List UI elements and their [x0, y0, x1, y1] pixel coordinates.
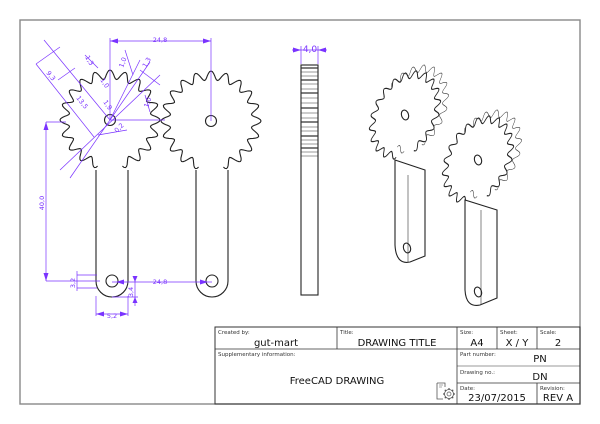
revision-value: REV A	[543, 393, 573, 404]
iso-gear-left	[368, 64, 449, 160]
size-value: A4	[470, 338, 483, 349]
dim-hole-diameter: 3,2	[69, 278, 77, 288]
created-by-value: gut-mart	[254, 338, 298, 349]
size-label: Size:	[460, 330, 473, 336]
arm-left-hole	[105, 274, 119, 288]
dim-13-5: 13,5	[74, 94, 89, 110]
front-view	[59, 69, 262, 298]
created-by-label: Created by:	[218, 330, 250, 336]
dimension-annotations: 24,8 9,3 1,3 13,5 0,2 1,0 1,0 1,0 1,9 1,…	[35, 36, 327, 320]
revision-label: Revision:	[540, 386, 565, 392]
arm-right	[195, 170, 229, 298]
date-value: 23/07/2015	[468, 393, 526, 404]
dim-top-center-distance: 24,8	[153, 36, 167, 44]
part-number-value: PN	[533, 354, 547, 365]
dim-1-0-c: 1,0	[98, 77, 110, 90]
scale-value: 2	[555, 338, 561, 349]
freecad-gear-logo-icon	[436, 382, 455, 400]
side-view	[300, 64, 319, 296]
dim-1-0-b: 1,0	[142, 96, 153, 108]
title-value: DRAWING TITLE	[358, 338, 437, 349]
supplementary-label: Supplementary information:	[218, 352, 296, 358]
gear-right-outline	[160, 70, 262, 170]
dim-1-3: 1,3	[83, 54, 95, 67]
dim-1-3-b: 1,3	[141, 56, 153, 69]
drawing-no-value: DN	[532, 372, 547, 383]
dim-hole-offset: 3,4	[127, 287, 135, 297]
side-view-outline	[300, 64, 319, 296]
dim-arm-length: 40,0	[38, 196, 46, 210]
sheet-value: X / Y	[506, 338, 530, 349]
dim-arm-width: 5,2	[107, 312, 117, 320]
arm-right-hole	[205, 274, 219, 288]
isometric-view	[368, 64, 522, 306]
dim-1-9: 1,9	[101, 99, 113, 112]
sheet-label: Sheet:	[500, 330, 518, 336]
date-label: Date:	[460, 386, 475, 392]
dim-9-3: 9,3	[44, 69, 57, 82]
title-label: Title:	[339, 330, 354, 336]
scale-label: Scale:	[540, 330, 557, 336]
supplementary-value: FreeCAD DRAWING	[290, 376, 385, 387]
dim-thickness: 4,0	[303, 45, 318, 55]
part-number-label: Part number:	[460, 352, 496, 358]
dim-bottom-center-distance: 24,8	[153, 278, 167, 286]
gear-left-outline	[59, 69, 161, 169]
iso-gear-right	[441, 109, 522, 205]
dim-1-0-a: 1,0	[117, 56, 128, 68]
title-block: Created by: gut-mart Title: DRAWING TITL…	[214, 326, 581, 405]
drawing-no-label: Drawing no.:	[460, 370, 495, 376]
arm-left	[95, 170, 129, 298]
iso-arm-left	[394, 159, 426, 263]
